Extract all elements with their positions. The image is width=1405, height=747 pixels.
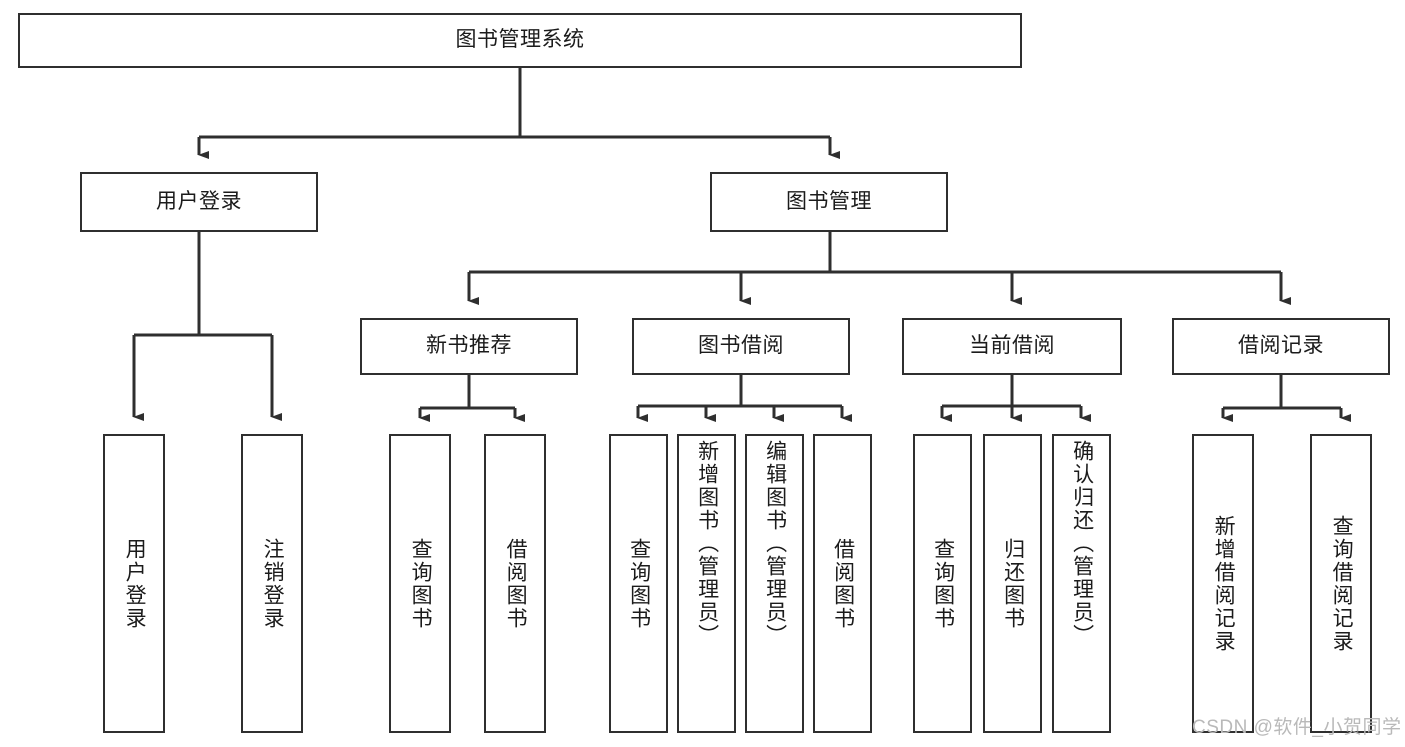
node-user-login-label: 用户登录 xyxy=(156,189,242,213)
node-leaf-query-book-3[interactable]: 查询图书 xyxy=(913,434,972,733)
node-leaf-add-book-admin-label: 新增图书（管理员） xyxy=(695,440,719,647)
node-leaf-edit-book-admin-label: 编辑图书（管理员） xyxy=(763,440,787,647)
node-user-login[interactable]: 用户登录 xyxy=(80,172,318,232)
node-leaf-add-borrow-record-label: 新增借阅记录 xyxy=(1212,514,1236,653)
node-new-book-rec[interactable]: 新书推荐 xyxy=(360,318,578,375)
node-leaf-logout-login[interactable]: 注销登录 xyxy=(241,434,303,733)
node-book-manage[interactable]: 图书管理 xyxy=(710,172,948,232)
node-new-book-rec-label: 新书推荐 xyxy=(426,334,512,358)
node-root[interactable]: 图书管理系统 xyxy=(18,13,1022,68)
node-current-borrow[interactable]: 当前借阅 xyxy=(902,318,1122,375)
node-leaf-add-book-admin[interactable]: 新增图书（管理员） xyxy=(677,434,736,733)
node-leaf-borrow-book-2[interactable]: 借阅图书 xyxy=(813,434,872,733)
node-leaf-logout-login-label: 注销登录 xyxy=(261,537,285,630)
node-leaf-edit-book-admin[interactable]: 编辑图书（管理员） xyxy=(745,434,804,733)
node-leaf-borrow-book-1-label: 借阅图书 xyxy=(504,537,528,630)
node-current-borrow-label: 当前借阅 xyxy=(969,334,1055,358)
node-leaf-query-book-1-label: 查询图书 xyxy=(409,537,433,630)
node-leaf-return-book-label: 归还图书 xyxy=(1001,537,1025,630)
node-leaf-add-borrow-record[interactable]: 新增借阅记录 xyxy=(1192,434,1254,733)
node-book-manage-label: 图书管理 xyxy=(786,189,872,213)
csdn-watermark: CSDN @软件_小贺同学 xyxy=(1192,717,1402,738)
node-borrow-record-label: 借阅记录 xyxy=(1238,334,1324,358)
node-borrow-record[interactable]: 借阅记录 xyxy=(1172,318,1390,375)
node-leaf-query-book-3-label: 查询图书 xyxy=(931,537,955,630)
node-book-borrow-label: 图书借阅 xyxy=(698,334,784,358)
node-leaf-query-book-2[interactable]: 查询图书 xyxy=(609,434,668,733)
node-leaf-borrow-book-1[interactable]: 借阅图书 xyxy=(484,434,546,733)
node-leaf-user-login-label: 用户登录 xyxy=(123,537,147,630)
node-leaf-query-borrow-record-label: 查询借阅记录 xyxy=(1330,514,1354,653)
node-leaf-query-book-1[interactable]: 查询图书 xyxy=(389,434,451,733)
node-root-label: 图书管理系统 xyxy=(455,28,585,52)
node-leaf-query-book-2-label: 查询图书 xyxy=(627,537,651,630)
node-leaf-confirm-return-admin-label: 确认归还（管理员） xyxy=(1070,440,1094,647)
node-leaf-user-login[interactable]: 用户登录 xyxy=(103,434,165,733)
node-leaf-confirm-return-admin[interactable]: 确认归还（管理员） xyxy=(1052,434,1111,733)
node-book-borrow[interactable]: 图书借阅 xyxy=(632,318,850,375)
node-leaf-borrow-book-2-label: 借阅图书 xyxy=(831,537,855,630)
node-leaf-return-book[interactable]: 归还图书 xyxy=(983,434,1042,733)
node-leaf-query-borrow-record[interactable]: 查询借阅记录 xyxy=(1310,434,1372,733)
